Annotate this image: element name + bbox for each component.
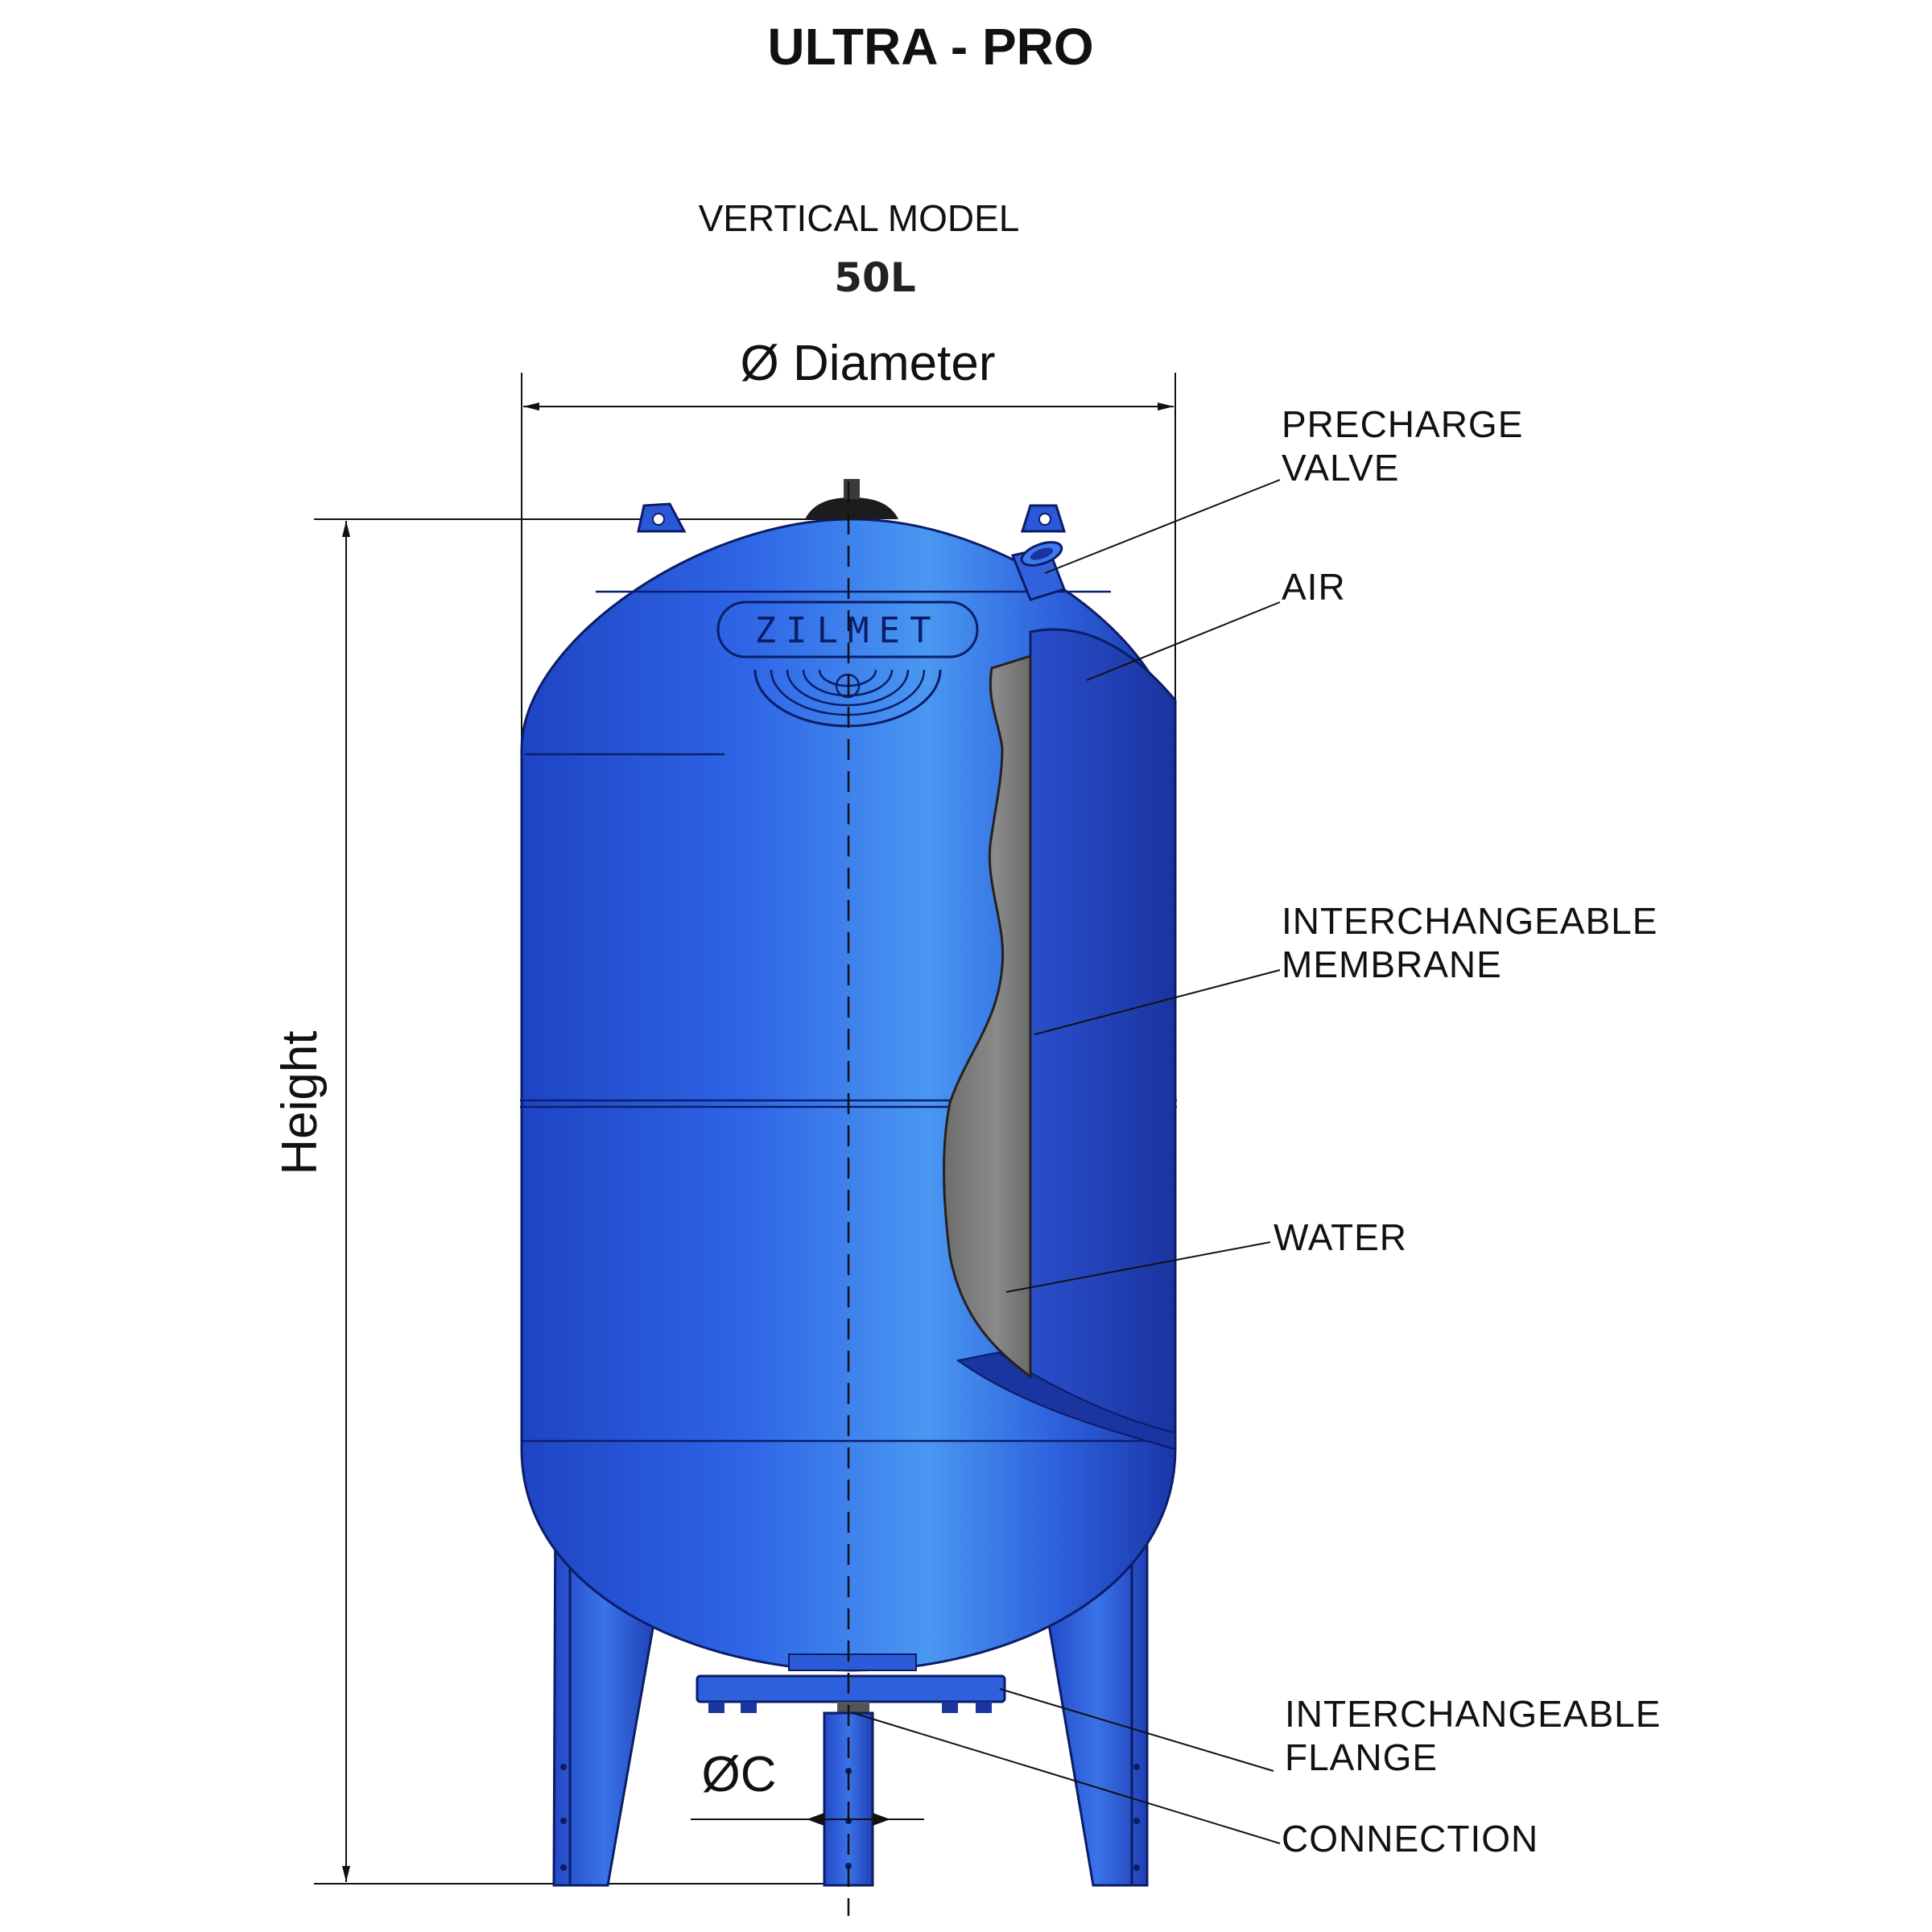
connection-dimension: ØC [691,1747,924,1826]
callout-air: AIR [1086,566,1346,681]
svg-text:INTERCHANGEABLE MEMBRANE: INTERCHANGEABLE MEMBRANE [1282,900,1669,985]
callout-connection: CONNECTION [852,1712,1538,1860]
diameter-dimension: Ø Diameter [521,336,1176,773]
bottom-flange [696,1653,1006,1715]
svg-text:PRECHARGE VALVE: PRECHARGE VALVE [1282,403,1534,489]
callout-membrane: INTERCHANGEABLE MEMBRANE [1034,900,1669,1035]
connection-label: CONNECTION [1282,1818,1538,1860]
diameter-label: Ø Diameter [741,336,996,391]
title: ULTRA - PRO [767,18,1093,76]
height-dimension: Height [272,518,841,1885]
capacity-label: 50L [834,254,915,301]
precharge-line2: VALVE [1282,447,1399,489]
callout-precharge-valve: PRECHARGE VALVE [1044,403,1534,574]
precharge-line1: PRECHARGE [1282,403,1523,445]
membrane-line2: MEMBRANE [1282,943,1502,985]
brand-logo-text: ZILMET [755,610,941,651]
height-label: Height [272,1030,328,1174]
flange-line1: INTERCHANGEABLE [1285,1693,1661,1735]
svg-text:INTERCHANGEABLE FLANGE: INTERCHANGEABLE FLANGE [1285,1693,1672,1778]
model-label: VERTICAL MODEL [699,197,1020,239]
connection-diameter-label: ØC [702,1747,777,1802]
water-label: WATER [1274,1216,1407,1258]
precharge-valve [1010,541,1066,601]
flange-line2: FLANGE [1285,1736,1438,1778]
membrane-line1: INTERCHANGEABLE [1282,900,1657,942]
callout-flange: INTERCHANGEABLE FLANGE [999,1688,1672,1778]
air-label: AIR [1282,566,1346,608]
callout-water: WATER [1005,1216,1407,1293]
